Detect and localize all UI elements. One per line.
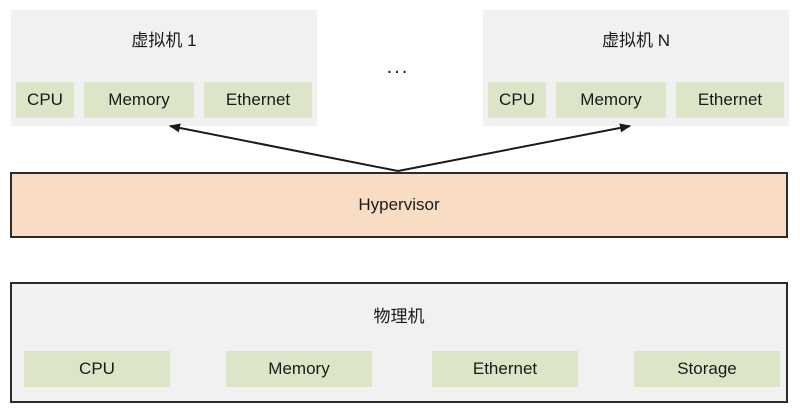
physical-machine-title: 物理机	[373, 307, 425, 326]
vm-1-resource-memory-label: Memory	[108, 90, 170, 109]
physical-machine-container[interactable]: 物理机 CPU Memory Ethernet Storage	[10, 282, 788, 403]
hypervisor-box[interactable]: Hypervisor	[10, 172, 788, 238]
physical-resource-ethernet-label: Ethernet	[472, 359, 538, 378]
vm-n-resource-memory[interactable]: Memory	[556, 82, 666, 118]
vm-1-resource-memory[interactable]: Memory	[84, 82, 194, 118]
physical-resource-storage-label: Storage	[677, 359, 737, 378]
vm-n-resource-ethernet-label: Ethernet	[697, 90, 763, 109]
physical-resource-cpu[interactable]: CPU	[24, 351, 170, 387]
arrow-hypervisor-to-vm-n	[397, 123, 631, 172]
vm-1-resource-cpu[interactable]: CPU	[16, 82, 74, 118]
physical-resource-cpu-label: CPU	[79, 359, 115, 378]
hypervisor-label: Hypervisor	[358, 195, 440, 214]
vm-n-title: 虚拟机 N	[602, 31, 670, 50]
vm-1-title: 虚拟机 1	[131, 31, 197, 50]
vm-1-container[interactable]: 虚拟机 1 CPU Memory Ethernet	[11, 10, 317, 126]
vm-n-resource-cpu[interactable]: CPU	[488, 82, 546, 118]
vm-1-resource-ethernet-label: Ethernet	[225, 90, 291, 109]
physical-resource-storage[interactable]: Storage	[634, 351, 780, 387]
vm-1-resource-ethernet[interactable]: Ethernet	[204, 82, 312, 118]
vm-1-resource-cpu-label: CPU	[27, 90, 63, 109]
vm-ellipsis: ...	[386, 56, 410, 78]
arrow-hypervisor-to-vm-1	[169, 123, 399, 172]
vm-n-container[interactable]: 虚拟机 N CPU Memory Ethernet	[483, 10, 789, 126]
physical-resource-memory-label: Memory	[268, 359, 330, 378]
physical-resource-memory[interactable]: Memory	[226, 351, 372, 387]
physical-resource-ethernet[interactable]: Ethernet	[432, 351, 578, 387]
vm-n-resource-ethernet[interactable]: Ethernet	[676, 82, 784, 118]
vm-n-resource-memory-label: Memory	[580, 90, 642, 109]
vm-n-resource-cpu-label: CPU	[499, 90, 535, 109]
